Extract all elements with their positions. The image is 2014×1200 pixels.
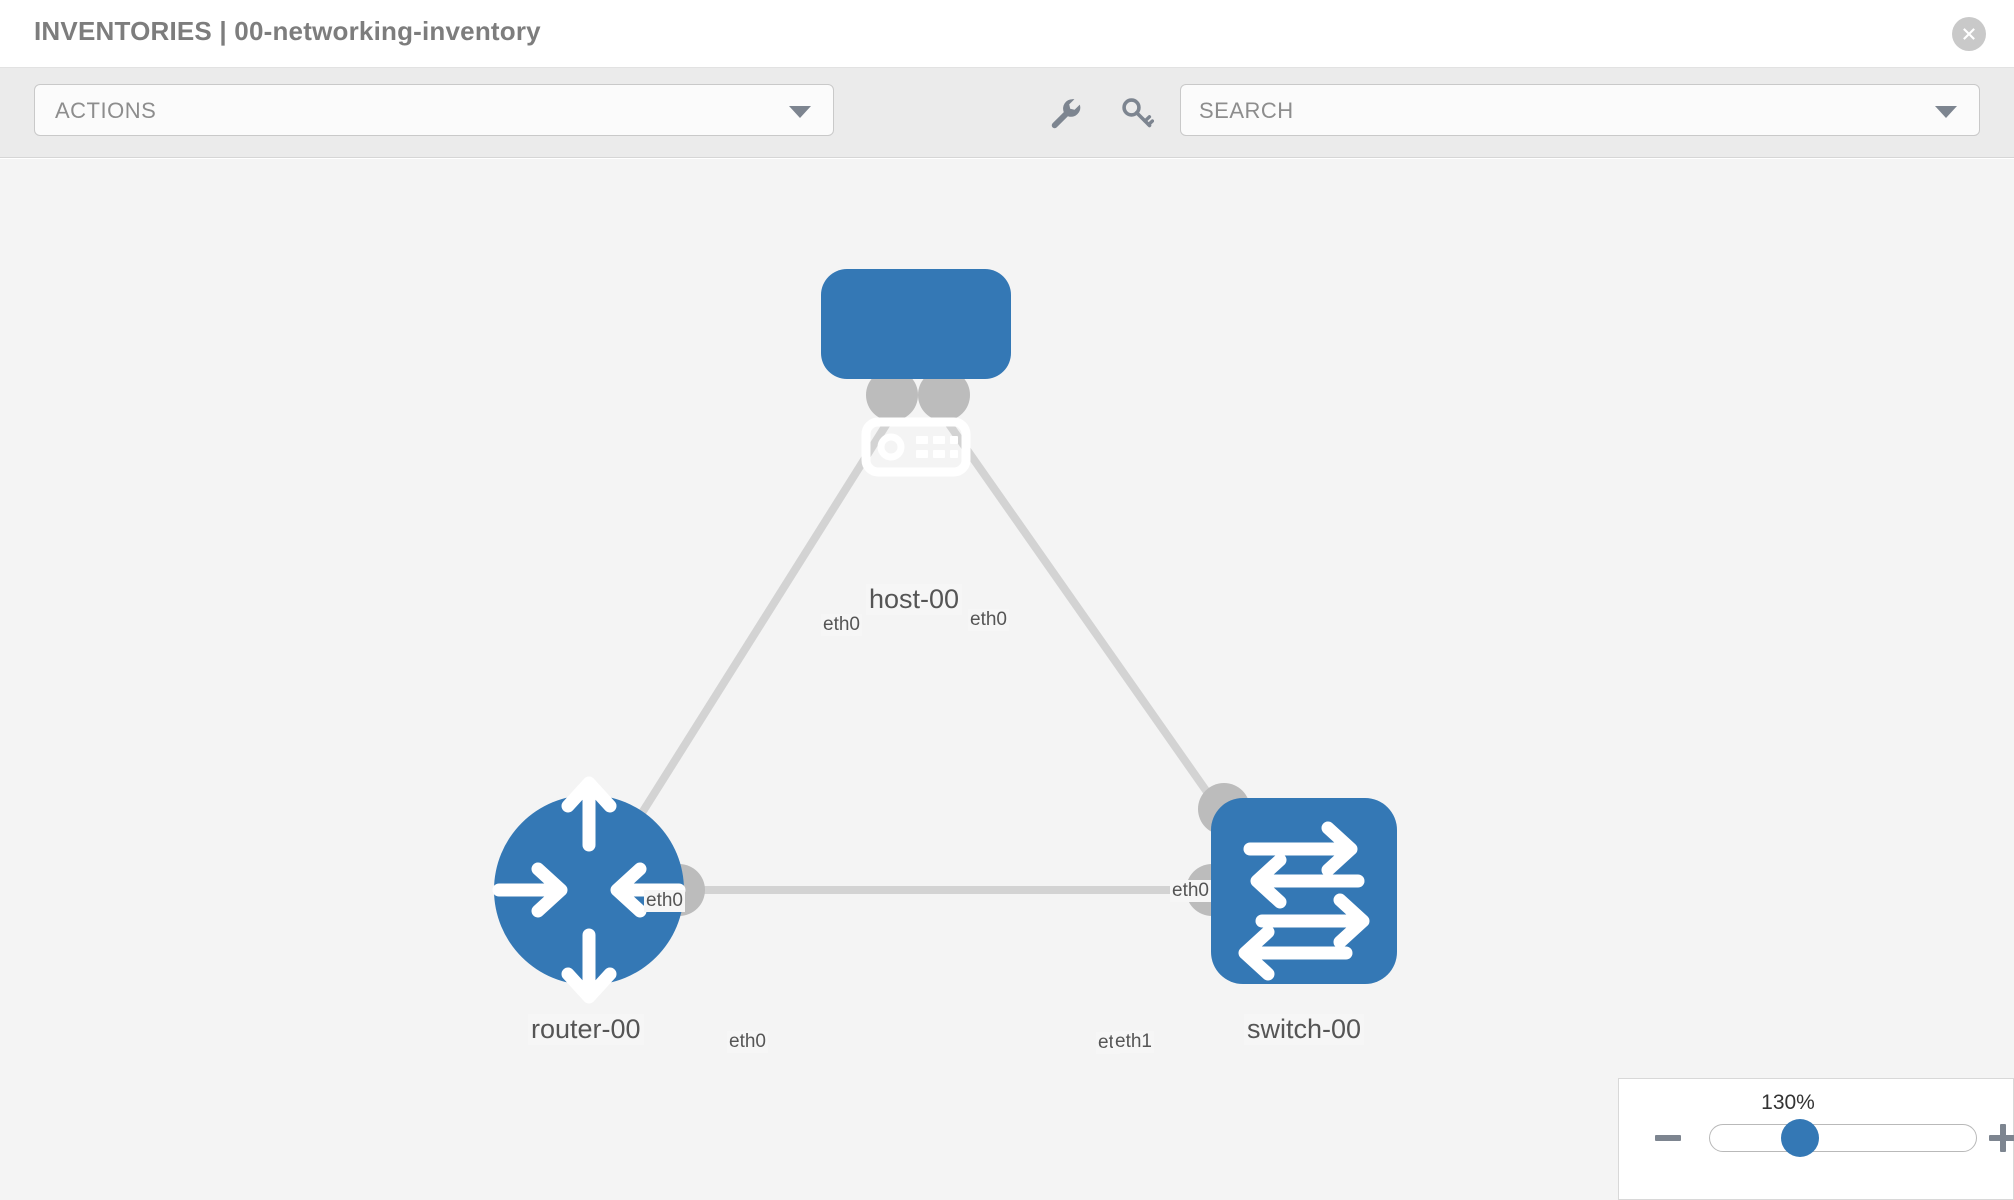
page-header: INVENTORIES | 00-networking-inventory [0,0,2014,68]
iface-label-host-right: eth0 [968,609,1009,631]
link-host-router [609,414,895,862]
node-switch-00[interactable] [1211,798,1397,984]
topology-graph [492,269,1397,1004]
iface-label-switch-left: eth1 [1113,1031,1154,1053]
search-input[interactable]: SEARCH [1180,84,1980,136]
zoom-slider-track[interactable] [1709,1124,1977,1152]
chevron-down-icon [1935,106,1957,118]
close-icon [1959,24,1979,44]
toolbar-icon-group [1048,96,1155,135]
iface-label-host-left: eth0 [821,614,862,636]
wrench-icon[interactable] [1048,96,1082,135]
page-title: INVENTORIES | 00-networking-inventory [34,16,541,46]
router-arrows-icon [492,776,686,1004]
node-label-host-00: host-00 [866,584,963,615]
iface-label-switch-up: eth0 [1170,880,1211,902]
close-button[interactable] [1952,17,1986,51]
topology-canvas[interactable]: host-00 router-00 switch-00 eth0 eth0 et… [0,159,2014,1200]
zoom-level-value: 130% [1761,1091,1815,1114]
chevron-down-icon [789,106,811,118]
search-placeholder: SEARCH [1199,98,1294,123]
actions-dropdown-label: ACTIONS [55,98,157,123]
key-icon[interactable] [1120,96,1155,135]
switch-arrows-icon [1238,821,1370,981]
connector-host-left [866,369,918,421]
node-label-router-00: router-00 [528,1014,644,1045]
link-host-switch [940,414,1244,842]
actions-dropdown[interactable]: ACTIONS [34,84,834,136]
zoom-out-button[interactable] [1655,1135,1681,1141]
node-host-00[interactable] [821,269,1011,477]
zoom-slider-thumb[interactable] [1781,1119,1819,1157]
zoom-in-button[interactable] [1989,1124,2014,1152]
node-label-switch-00: switch-00 [1244,1014,1365,1045]
zoom-control-panel: 130% [1618,1078,2014,1200]
node-router-00[interactable] [492,776,686,1004]
iface-label-router-right: eth0 [727,1031,768,1053]
topology-links [609,414,1244,894]
iface-label-router-up: eth0 [644,890,685,912]
server-icon [861,417,971,477]
connector-host-right [918,369,970,421]
